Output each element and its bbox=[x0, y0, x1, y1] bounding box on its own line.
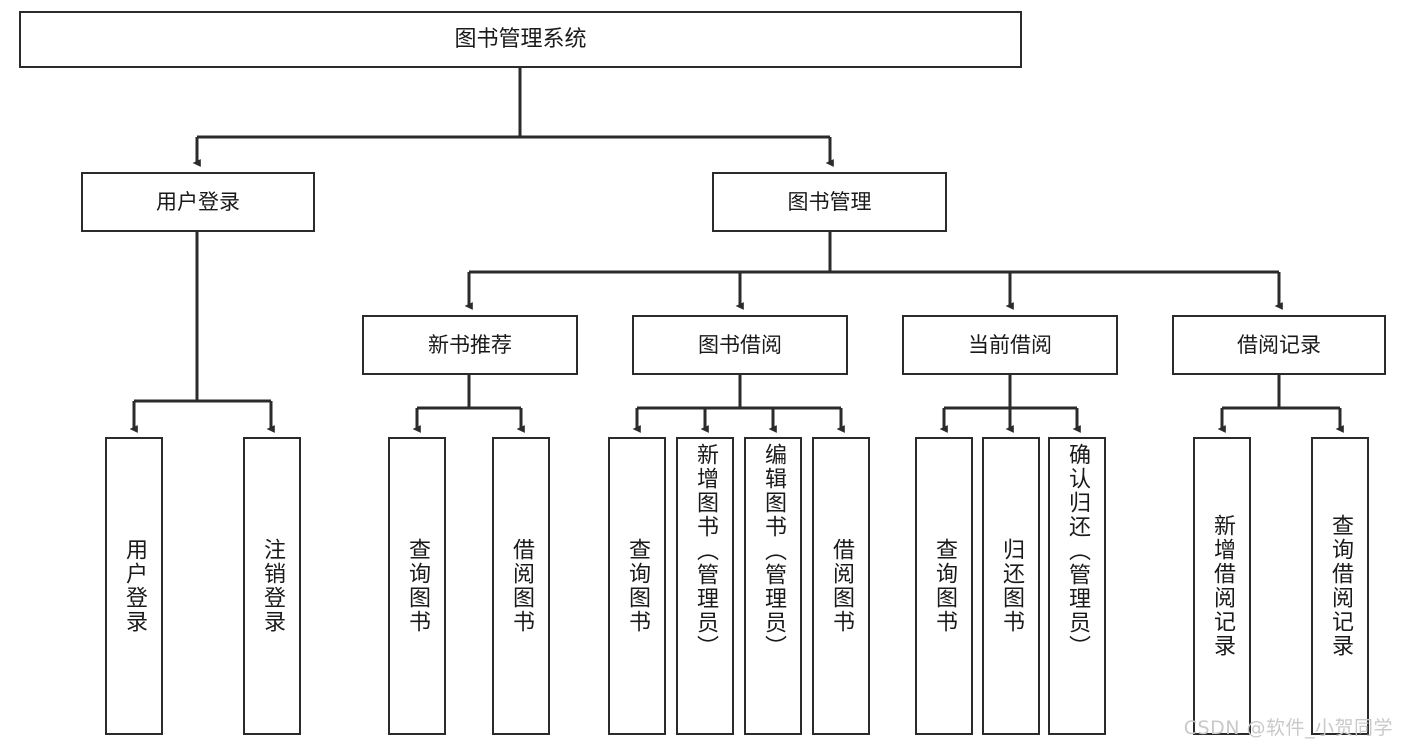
leaf-query-book-recommend[interactable]: 查询图书 bbox=[388, 437, 446, 735]
borrow-records-to-leaves-connectors bbox=[1217, 375, 1344, 433]
user-login-to-leaves-connectors bbox=[129, 232, 275, 433]
leaf-borrow-book[interactable]: 借阅图书 bbox=[812, 437, 870, 735]
node-label: 用户登录 bbox=[156, 189, 240, 214]
node-label: 借阅图书 bbox=[509, 538, 534, 634]
node-system-root[interactable]: 图书管理系统 bbox=[19, 11, 1022, 68]
leaf-logout-login[interactable]: 注销登录 bbox=[243, 437, 301, 735]
leaf-borrow-book-recommend[interactable]: 借阅图书 bbox=[492, 437, 550, 735]
node-label: 图书管理 bbox=[787, 189, 872, 214]
leaf-query-book-current[interactable]: 查询图书 bbox=[915, 437, 973, 735]
node-label: 编辑图书（管理员） bbox=[761, 443, 786, 659]
csdn-watermark: CSDN @软件_小贺同学 bbox=[1183, 717, 1393, 739]
book-management-to-level2-connectors bbox=[464, 232, 1283, 310]
node-new-book-recommend[interactable]: 新书推荐 bbox=[362, 315, 578, 375]
node-label: 图书借阅 bbox=[698, 332, 782, 357]
leaf-confirm-return-admin[interactable]: 确认归还（管理员） bbox=[1048, 437, 1106, 735]
node-label: 确认归还（管理员） bbox=[1065, 443, 1090, 659]
node-label: 查询图书 bbox=[405, 538, 430, 634]
root-to-level1-connectors bbox=[192, 68, 834, 167]
node-label: 新书推荐 bbox=[428, 332, 512, 357]
node-book-borrow[interactable]: 图书借阅 bbox=[632, 315, 848, 375]
node-label: 用户登录 bbox=[122, 538, 147, 634]
node-label: 注销登录 bbox=[260, 538, 285, 634]
node-borrow-records[interactable]: 借阅记录 bbox=[1172, 315, 1386, 375]
leaf-user-login[interactable]: 用户登录 bbox=[105, 437, 163, 735]
node-label: 图书管理系统 bbox=[454, 26, 587, 52]
node-label: 查询图书 bbox=[625, 538, 650, 634]
node-label: 借阅图书 bbox=[829, 538, 854, 634]
leaf-edit-book-admin[interactable]: 编辑图书（管理员） bbox=[744, 437, 802, 735]
node-label: 新增图书（管理员） bbox=[693, 443, 718, 659]
node-label: 查询借阅记录 bbox=[1328, 514, 1353, 658]
node-user-login[interactable]: 用户登录 bbox=[81, 172, 315, 232]
node-label: 当前借阅 bbox=[968, 332, 1052, 357]
node-label: 借阅记录 bbox=[1237, 332, 1321, 357]
new-book-recommend-to-leaves-connectors bbox=[412, 375, 525, 433]
node-label: 新增借阅记录 bbox=[1210, 514, 1235, 658]
leaf-query-borrow-record[interactable]: 查询借阅记录 bbox=[1311, 437, 1369, 735]
node-book-management[interactable]: 图书管理 bbox=[712, 172, 947, 232]
book-borrow-to-leaves-connectors bbox=[632, 375, 845, 433]
leaf-add-book-admin[interactable]: 新增图书（管理员） bbox=[676, 437, 734, 735]
leaf-return-book[interactable]: 归还图书 bbox=[982, 437, 1040, 735]
leaf-add-borrow-record[interactable]: 新增借阅记录 bbox=[1193, 437, 1251, 735]
node-current-borrow[interactable]: 当前借阅 bbox=[902, 315, 1118, 375]
node-label: 归还图书 bbox=[999, 538, 1024, 634]
node-label: 查询图书 bbox=[932, 538, 957, 634]
current-borrow-to-leaves-connectors bbox=[939, 375, 1081, 433]
leaf-query-book-borrow[interactable]: 查询图书 bbox=[608, 437, 666, 735]
